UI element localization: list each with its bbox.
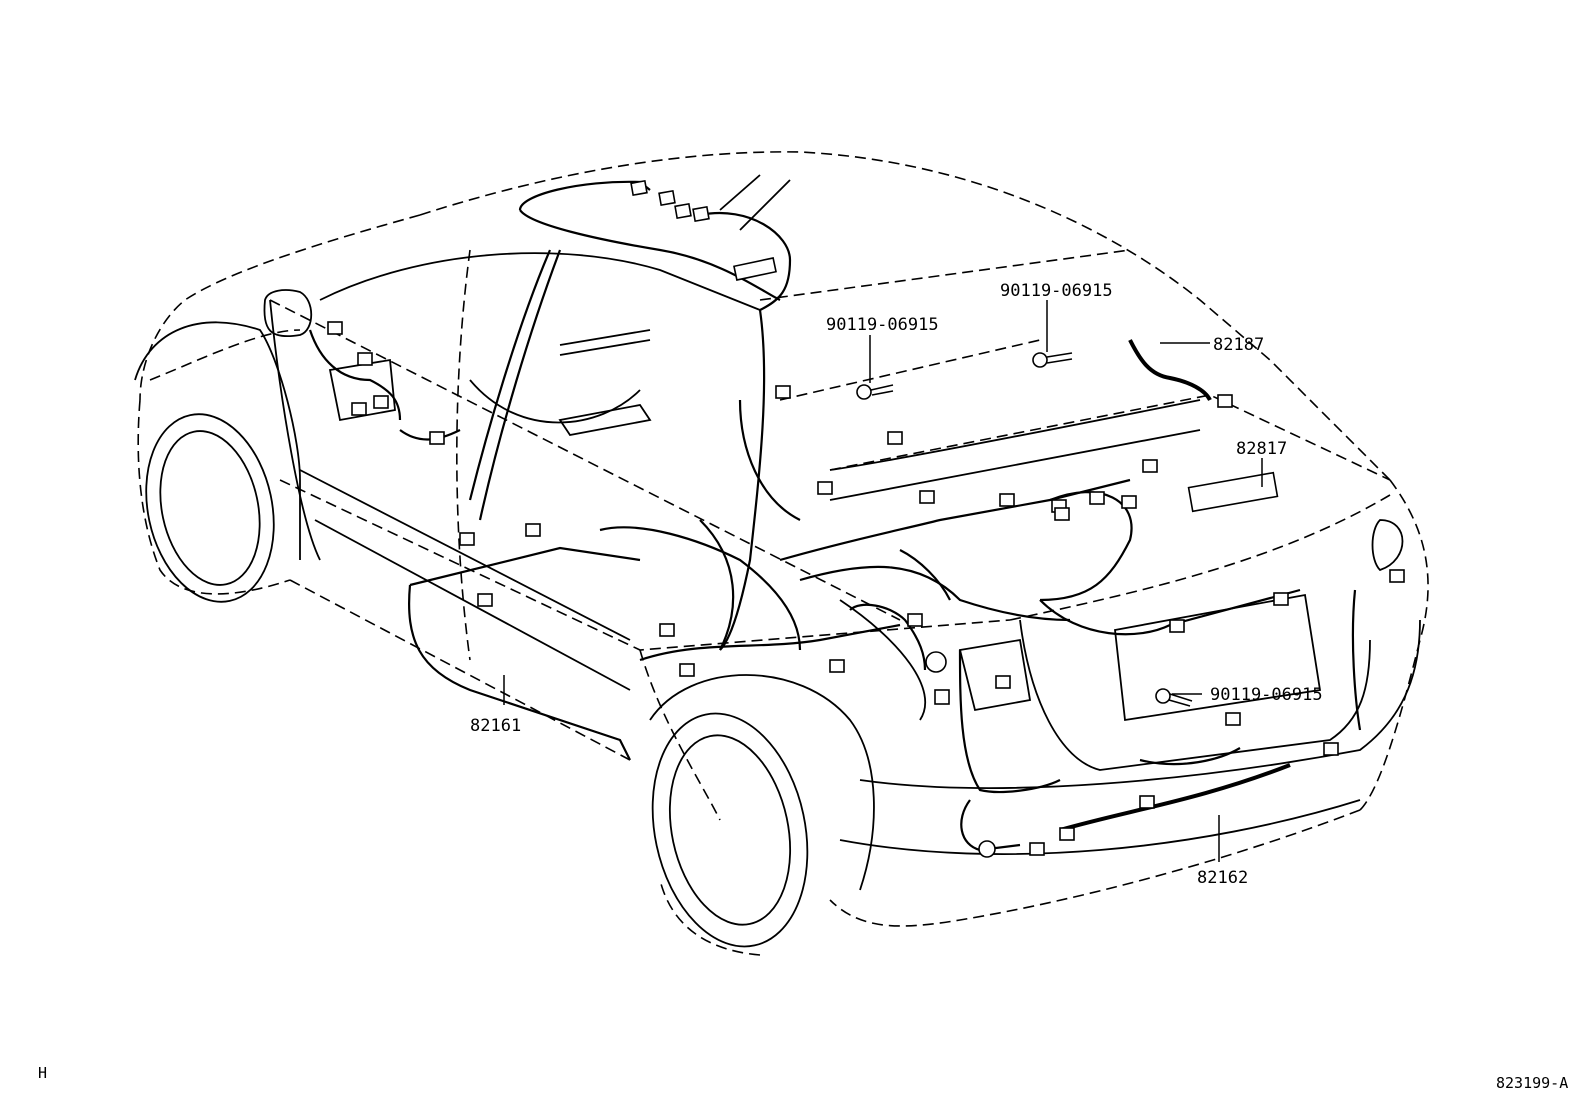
callout-bolt-a[interactable]: 90119-06915: [826, 315, 939, 335]
illustration-number: 823199-A: [1496, 1074, 1568, 1092]
callout-bolt-c[interactable]: 90119-06915: [1210, 685, 1323, 705]
car-body-outline: [137, 151, 1429, 956]
wire-harness: [308, 180, 1362, 852]
callout-bolt-b[interactable]: 90119-06915: [1000, 281, 1113, 301]
corner-code-left: H: [38, 1064, 47, 1082]
connectors: [327, 179, 1405, 858]
bolt-c-icon: [1155, 688, 1193, 707]
callout-82187[interactable]: 82187: [1213, 335, 1264, 355]
leader-lines: [503, 300, 1263, 862]
car-body-solid: [134, 174, 1421, 948]
callout-labels: 90119-06915 90119-06915 82187 82817 9011…: [470, 281, 1323, 888]
callout-82161[interactable]: 82161: [470, 716, 521, 736]
bolt-b-icon: [1032, 352, 1073, 368]
bolt-icons: [856, 352, 1193, 707]
callout-82817[interactable]: 82817: [1236, 439, 1287, 459]
callout-82162[interactable]: 82162: [1197, 868, 1248, 888]
bolt-a-icon: [856, 384, 894, 400]
